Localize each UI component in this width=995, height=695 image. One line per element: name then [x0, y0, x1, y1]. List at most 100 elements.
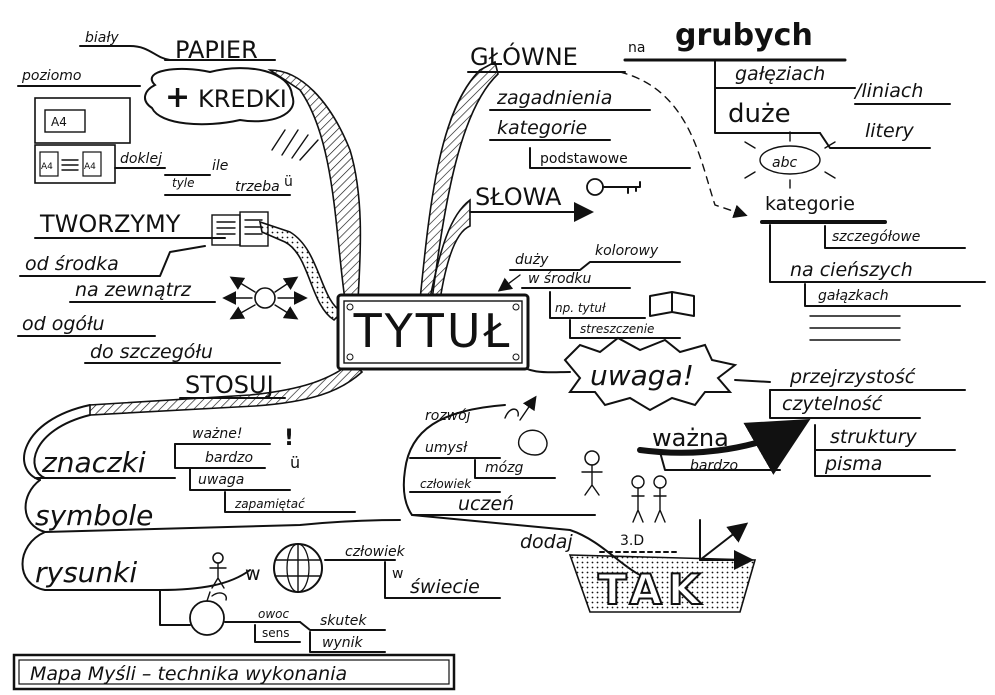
branch-papier	[267, 69, 362, 301]
bundle-rysunki	[21, 531, 251, 591]
uwaga-przejrzystosc: przejrzystość	[789, 366, 917, 388]
kredki-label: KREDKI	[198, 85, 287, 113]
kategorie-detail-group: kategorie szczegółowe na cieńszych gałąz…	[760, 193, 986, 341]
kategorie-galazkach: gałązkach	[818, 288, 889, 304]
rozwoj-czlowiek: człowiek	[420, 477, 472, 491]
rozwoj-umysl: umysł	[425, 440, 468, 456]
glowne-heading: GŁÓWNE	[470, 41, 578, 71]
papier-doklej: doklej	[120, 151, 162, 167]
rozwoj-rozwoj: rozwój	[425, 408, 471, 424]
uwaga-burst	[563, 336, 738, 412]
papier-group: PAPIER biały poziomo + KREDKI A4 A4 A4 d…	[17, 30, 319, 196]
central-title: TYTUŁ	[353, 304, 513, 358]
papier-poziomo: poziomo	[21, 68, 81, 84]
stosuj-symbole: symbole	[35, 499, 153, 532]
abc-text: abc	[772, 155, 797, 171]
tak-block	[568, 554, 757, 613]
branch-tworzymy	[258, 220, 344, 322]
kredki-blob	[144, 67, 295, 126]
stosuj-bardzo: bardzo	[205, 450, 253, 466]
glowne-litery: litery	[865, 120, 915, 142]
central-title-box: TYTUŁ	[336, 293, 530, 371]
note-np-tytul: np. tytuł	[555, 301, 606, 315]
branch-stosuj-bundle	[23, 404, 91, 481]
stosuj-w: w	[245, 563, 261, 585]
tworzymy-na-zewnatrz: na zewnątrz	[75, 279, 192, 301]
uwaga-wazna: ważna	[652, 424, 729, 452]
person-figure-icon	[581, 450, 603, 496]
stosuj-owoc: owoc	[258, 607, 289, 621]
globe-icon	[273, 543, 323, 593]
tworzymy-do-szczegolu: do szczegółu	[90, 341, 213, 363]
tworzymy-od-srodka: od środka	[25, 253, 119, 275]
a4-right-label: A4	[84, 162, 96, 172]
papier-trzeba: trzeba	[235, 179, 280, 195]
uwaga-label: uwaga!	[590, 359, 694, 392]
tworzymy-od-ogolu: od ogółu	[22, 313, 105, 335]
note-kolorowy: kolorowy	[595, 243, 659, 259]
glowne-group: GŁÓWNE na grubych gałęziach /liniach duż…	[467, 18, 951, 189]
tworzymy-group: TWORZYMY od środka na zewnątrz od ogółu …	[17, 210, 308, 364]
uwaga-pisma: pisma	[824, 453, 882, 475]
glowne-galeziach: gałęziach	[735, 63, 825, 85]
stosuj-zapamietac: zapamiętać	[234, 497, 305, 511]
stosuj-heading: STOSUJ	[185, 371, 274, 399]
stosuj-wazne: ważne!	[192, 426, 242, 442]
glowne-duze: duże	[728, 99, 791, 129]
uwaga-struktury: struktury	[830, 426, 918, 448]
glowne-zagadnienia: zagadnienia	[496, 87, 612, 109]
stosuj-rysunki: rysunki	[35, 556, 137, 589]
stosuj-w2: w	[392, 566, 403, 582]
key-icon	[586, 178, 641, 196]
slowa-group: SŁOWA	[469, 178, 641, 222]
uwaga-bardzo: bardzo	[690, 458, 738, 474]
glowne-na: na	[628, 40, 645, 56]
stosuj-group: STOSUJ znaczki ważne! ! bardzo uwaga ü z…	[34, 371, 501, 653]
slowa-heading: SŁOWA	[475, 183, 562, 211]
stosuj-uwaga: uwaga	[198, 472, 244, 488]
glowne-podstawowe: podstawowe	[540, 151, 628, 167]
stosuj-znaczki: znaczki	[41, 446, 146, 479]
rozwoj-group: rozwój umysł mózg człowiek uczeń dodaj 3…	[409, 395, 757, 615]
radiating-arrows-icon	[222, 276, 308, 320]
stosuj-skutek: skutek	[320, 613, 367, 629]
a4-sheet-label: A4	[51, 115, 67, 129]
glowne-kategorie: kategorie	[497, 117, 587, 139]
tworzymy-heading: TWORZYMY	[39, 210, 181, 238]
stosuj-swiecie: świecie	[410, 576, 480, 598]
uwaga-group: uwaga! przejrzystość czytelność ważna ba…	[563, 336, 966, 477]
note-streszczenie: streszczenie	[580, 322, 654, 336]
rozwoj-uczen: uczeń	[458, 493, 514, 515]
kredki-plus: +	[165, 80, 190, 115]
book-pages-icon	[211, 211, 269, 247]
center-notes-group: duży kolorowy w środku np. tytuł streszc…	[497, 243, 695, 339]
stosuj-sens: sens	[262, 626, 290, 640]
open-book-icon	[649, 291, 695, 317]
branch-glowne	[419, 60, 499, 301]
papier-ile: ile	[212, 158, 228, 174]
bundle-symbole	[24, 479, 401, 533]
rozwoj-dodaj: dodaj	[520, 531, 573, 553]
papier-tyle: tyle	[172, 176, 195, 190]
glowne-dashed-link	[619, 71, 748, 219]
axes-arrow-icon	[699, 519, 754, 570]
note-w-srodku: w środku	[528, 271, 592, 287]
kategorie-szczegolowe: szczegółowe	[832, 229, 920, 245]
rozwoj-tak: TAK	[598, 565, 706, 614]
glowne-grubych: grubych	[675, 18, 813, 53]
abc-burst-icon: abc	[744, 131, 836, 189]
warning-mark-icon: ü	[290, 453, 300, 472]
kategorie-detail-label: kategorie	[765, 193, 855, 215]
exclamation-icon: !	[284, 426, 294, 451]
caption-text: Mapa Myśli – technika wykonania	[30, 663, 347, 685]
brain-icon	[518, 429, 548, 456]
apple-icon	[189, 591, 227, 636]
note-duzy: duży	[515, 252, 549, 268]
stick-figure-icon	[209, 552, 227, 589]
caption-box: Mapa Myśli – technika wykonania	[12, 653, 456, 691]
rozwoj-3d: 3.D	[620, 533, 644, 549]
pupils-icon	[631, 475, 667, 523]
rozwoj-mozg: mózg	[485, 460, 524, 476]
